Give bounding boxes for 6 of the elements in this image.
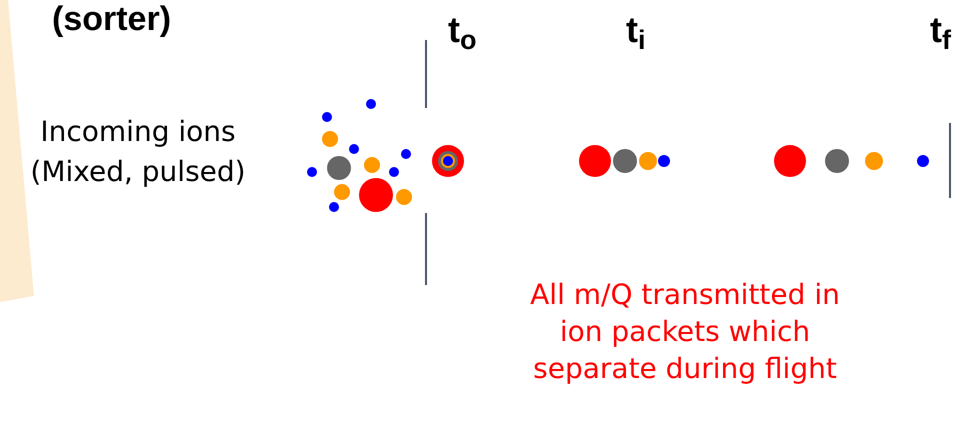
title: (sorter) <box>52 0 172 38</box>
time-label: t$_{o}$ <box>448 8 476 54</box>
time-label: t$_{f}$ <box>930 8 951 54</box>
time-label: t$_{i}$ <box>626 8 646 54</box>
note-text: All m/Q transmitted in ion packets which separate during flight <box>529 277 841 387</box>
caption-text: Incoming ions (Mixed, pulsed) <box>29 114 247 190</box>
